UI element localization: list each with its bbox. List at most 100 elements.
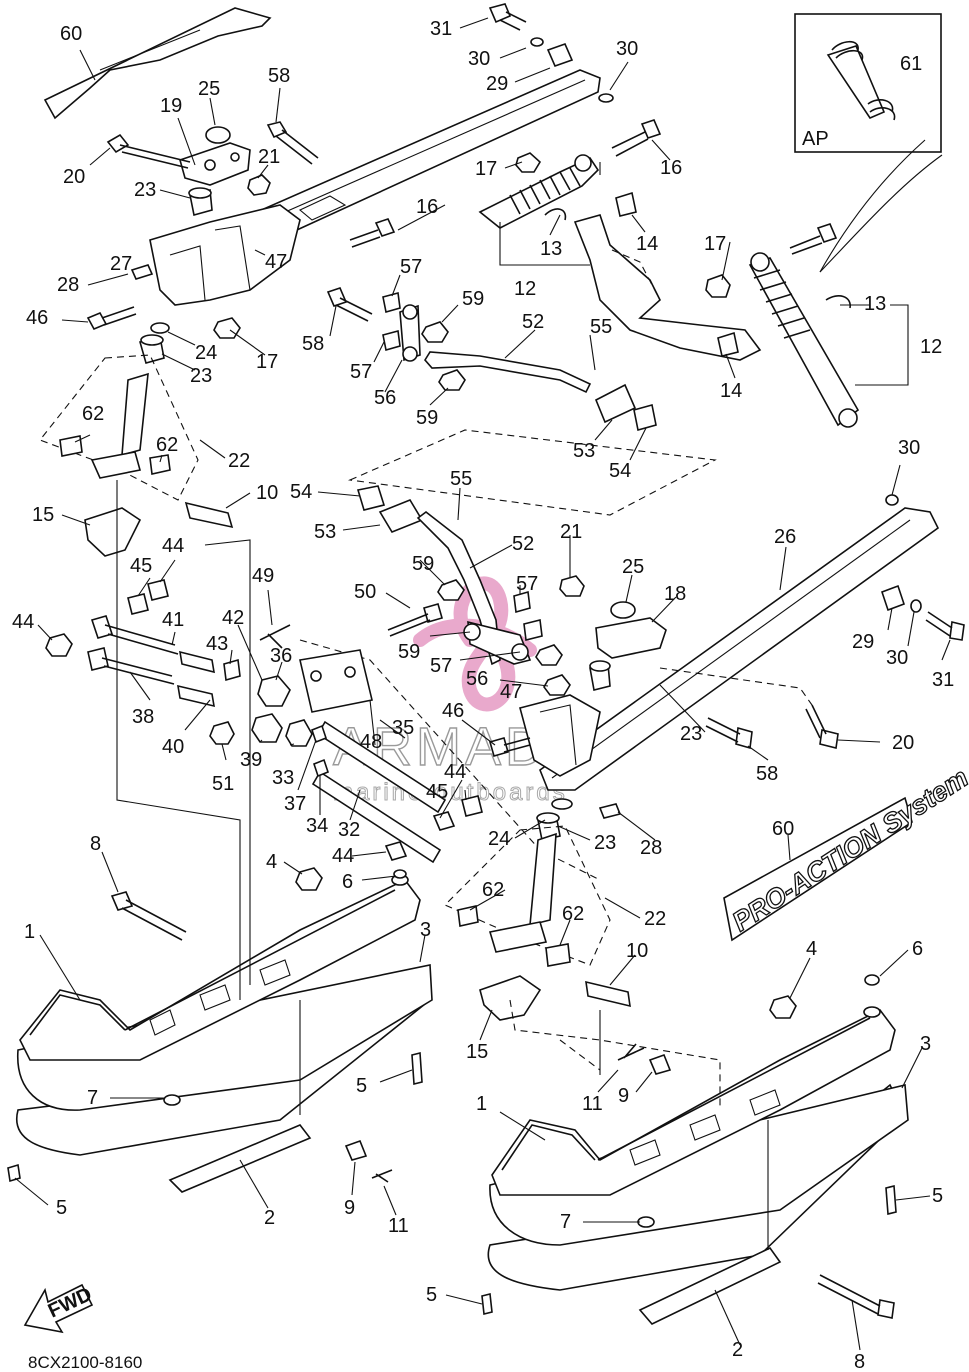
callout: 59 — [462, 288, 484, 310]
bolt-8-left — [110, 891, 187, 941]
callout: 17 — [704, 233, 726, 255]
callout: 57 — [350, 361, 372, 383]
callout: 54 — [609, 460, 631, 482]
bushing-29-top — [546, 42, 574, 68]
callout: 23 — [134, 179, 156, 201]
callout: 38 — [132, 706, 154, 728]
callout: 60 — [772, 818, 794, 840]
drawing-code: 8CX2100-8160 — [28, 1353, 142, 1372]
callout: 30 — [468, 48, 490, 70]
callout: 13 — [540, 238, 562, 260]
callout: 15 — [32, 504, 54, 526]
steering-arm-left — [149, 204, 301, 306]
spindle-22-upper — [39, 354, 199, 501]
callout: 36 — [270, 645, 292, 667]
bushing-44-left-upper — [147, 579, 169, 601]
callout: 62 — [562, 903, 584, 925]
callout: 30 — [898, 437, 920, 459]
collar-43 — [179, 650, 215, 674]
bolt-8-right — [817, 1274, 895, 1319]
callout: 62 — [482, 879, 504, 901]
cap-25-upper — [205, 126, 231, 144]
cross-shaft-38 — [87, 647, 175, 685]
callout: 6 — [342, 871, 353, 893]
clip-11-right — [617, 1043, 645, 1061]
callout: 12 — [514, 278, 536, 300]
collar-40 — [177, 684, 215, 708]
callout: 45 — [130, 555, 152, 577]
callout: 62 — [156, 434, 178, 456]
callout: 23 — [680, 723, 702, 745]
callout: 49 — [252, 565, 274, 587]
fwd-arrow-icon: FWD — [23, 1283, 96, 1334]
callout: 1 — [24, 921, 35, 943]
bolt-46-mid — [489, 737, 531, 757]
callout: 31 — [932, 669, 954, 691]
nut-44-mid-lower — [384, 841, 408, 861]
callout: 27 — [110, 253, 132, 275]
callout: 53 — [314, 521, 336, 543]
nut-9-left — [344, 1139, 368, 1161]
clip-49 — [259, 624, 291, 649]
inset-label: AP — [802, 128, 829, 150]
callout: 5 — [56, 1197, 67, 1219]
washer-6-left — [393, 869, 407, 879]
callout: 23 — [594, 832, 616, 854]
callout: 25 — [622, 556, 644, 578]
callout: 5 — [426, 1284, 437, 1306]
collar-57-mid-l — [523, 619, 543, 641]
callout: 21 — [560, 521, 582, 543]
bushing-45-left — [127, 593, 149, 615]
callout: 46 — [26, 307, 48, 329]
collar-57-mid — [382, 329, 401, 352]
callout: 7 — [87, 1087, 98, 1109]
fwd-label: FWD — [45, 1283, 96, 1322]
block-54-upper — [633, 403, 657, 432]
bracket-15-right — [479, 975, 542, 1021]
callout: 30 — [886, 647, 908, 669]
callout: 44 — [162, 535, 184, 557]
callout: 60 — [60, 23, 82, 45]
cap-25-mid — [610, 601, 636, 619]
shaft-32 — [311, 770, 442, 864]
suspension-arm-right — [573, 214, 762, 361]
bolt-16-top — [611, 119, 662, 157]
callout: 30 — [616, 38, 638, 60]
shock-absorber-12-upper — [478, 154, 600, 229]
grease-nipple-28-upper — [130, 264, 154, 280]
ski-right — [487, 1006, 909, 1325]
ski-left — [15, 874, 433, 1193]
callout: 52 — [512, 533, 534, 555]
washer-24-mid — [551, 798, 573, 810]
callout: 2 — [264, 1207, 275, 1229]
washer-6-right — [864, 974, 880, 986]
bolt-31-top — [488, 3, 527, 31]
nut-59-mid-r — [535, 644, 563, 666]
bolt-58-upper — [266, 121, 319, 165]
collar-42 — [223, 658, 241, 682]
callout: 5 — [932, 1185, 943, 1207]
nut-4-right — [769, 995, 797, 1019]
inset-ap: AP — [794, 13, 943, 273]
nut-9-right — [648, 1053, 672, 1075]
callout: 22 — [228, 450, 250, 472]
gear-36 — [257, 675, 291, 707]
callout: 18 — [664, 583, 686, 605]
steering-arm-mid — [519, 694, 601, 777]
callout: 46 — [442, 700, 464, 722]
nut-21-upper — [247, 174, 271, 196]
bolt-5-left-low — [7, 1163, 21, 1183]
collar-10-upper — [184, 501, 234, 529]
callout: 21 — [258, 146, 280, 168]
callout: 41 — [162, 609, 184, 631]
callout: 43 — [206, 633, 228, 655]
callout: 57 — [430, 655, 452, 677]
bolt-20-upper — [106, 133, 191, 169]
washer-24-upper — [150, 322, 170, 334]
callout: 16 — [660, 157, 682, 179]
callout: 52 — [522, 311, 544, 333]
nut-44-left — [45, 633, 73, 657]
bolt-16-left — [349, 218, 396, 248]
spindle-22-mid — [444, 825, 611, 967]
callout: 39 — [240, 749, 262, 771]
